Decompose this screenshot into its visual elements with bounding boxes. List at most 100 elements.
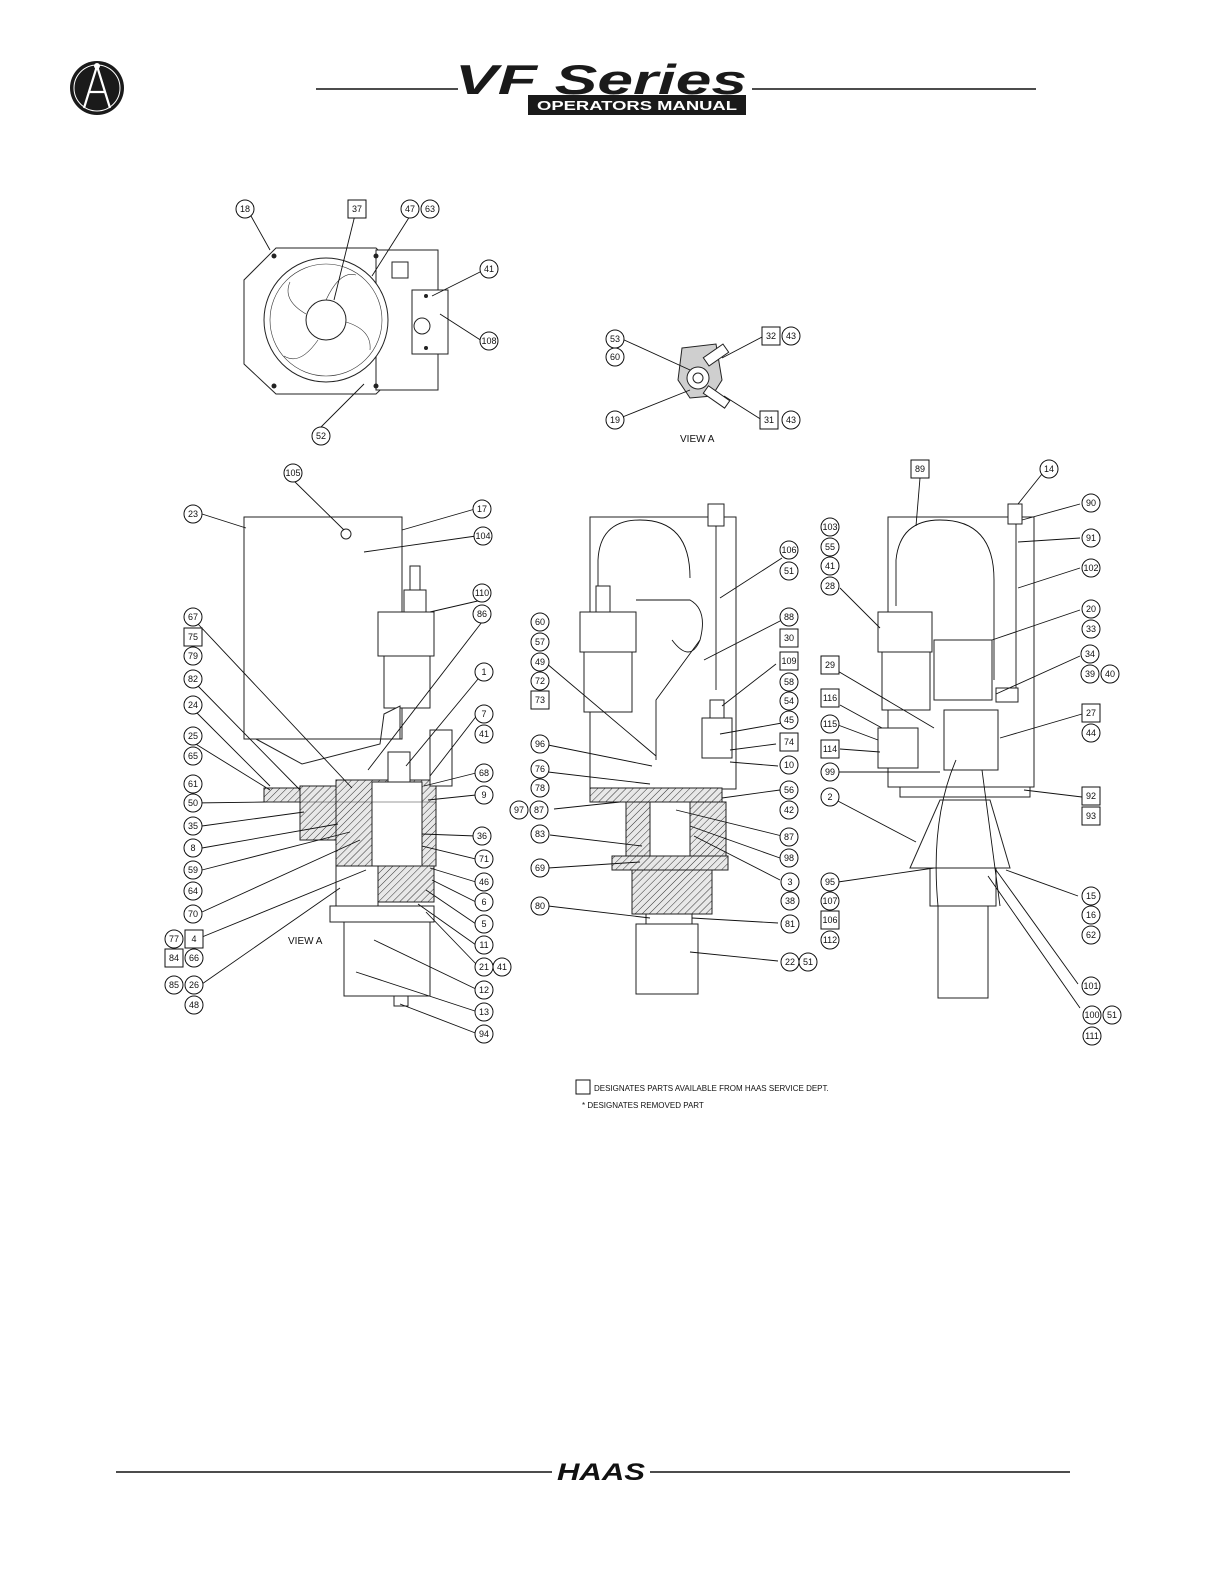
callout-circle [779,755,799,775]
callout-89: 89 [910,459,930,479]
callout-66: 66 [184,948,204,968]
callout-circle [183,793,203,813]
callout-number: 108 [481,336,496,346]
callout-101: 101 [1081,976,1101,996]
callout-circle [779,848,799,868]
callout-circle [1082,1005,1102,1025]
callout-20: 20 [1081,599,1101,619]
callout-number: 61 [188,779,198,789]
callout-number: 85 [169,980,179,990]
callout-box [184,929,204,949]
callout-number: 102 [1083,563,1098,573]
callout-circle [474,935,494,955]
callout-circle [798,952,818,972]
callout-box [1081,703,1101,723]
callout-number: 70 [188,909,198,919]
callout-circle [530,632,550,652]
callout-93: 93 [1081,806,1101,826]
callout-circle [530,759,550,779]
callout-15: 15 [1081,886,1101,906]
callout-number: 44 [1086,728,1096,738]
callout-number: 9 [481,790,486,800]
callout-number: 4 [191,934,196,944]
top-view-fan-plate [243,247,449,395]
callout-number: 114 [823,744,837,754]
callout-number: 91 [1086,533,1096,543]
callout-92: 92 [1081,786,1101,806]
callout-circle [820,872,840,892]
callout-box [820,655,840,675]
callout-36: 36 [472,826,492,846]
callout-circle [472,826,492,846]
callout-9: 9 [474,785,494,805]
callout-number: 81 [785,919,795,929]
callout-51: 51 [779,561,799,581]
callout-number: 92 [1086,791,1096,801]
vf-series-logo: VF Series OPERATORS MANUAL [455,56,747,115]
callout-circle [779,691,799,711]
callout-circle [183,669,203,689]
callout-circle [183,607,203,627]
callout-circle [1081,558,1101,578]
callout-68: 68 [474,763,494,783]
callout-number: 116 [823,693,837,703]
callout-circle [530,734,550,754]
callout-circle [474,849,494,869]
callout-circle [779,780,799,800]
callout-circle [474,662,494,682]
callout-34: 34 [1080,644,1100,664]
callout-38: 38 [780,891,800,911]
callout-circle [420,199,440,219]
callout-number: 74 [784,737,794,747]
legend-box-swatch [575,1079,591,1095]
callout-number: 2 [827,792,832,802]
callout-circle [473,526,493,546]
callout-box [820,739,840,759]
callout-circle [472,499,492,519]
callout-3: 3 [780,872,800,892]
callout-85: 85 [164,975,184,995]
callout-62: 62 [1081,925,1101,945]
callout-circle [184,948,204,968]
callout-box [183,627,203,647]
callout-number: 88 [784,612,794,622]
callout-circle [781,410,801,430]
callout-107: 107 [820,891,840,911]
callout-number: 41 [825,561,835,571]
callout-box [347,199,367,219]
callout-106: 106 [820,910,840,930]
callout-box [1081,806,1101,826]
callout-number: 47 [405,204,415,214]
callout-76: 76 [530,759,550,779]
callout-box [820,910,840,930]
callout-circle [1081,723,1101,743]
callout-box [164,948,184,968]
callout-24: 24 [183,695,203,715]
callout-81: 81 [780,914,800,934]
callout-circle [474,892,494,912]
callout-circle [474,1024,494,1044]
callout-circle [474,724,494,744]
callout-number: 20 [1086,604,1096,614]
view-a-reference: VIEW A [288,936,323,947]
callout-circle [1081,886,1101,906]
callout-circle [1102,1005,1122,1025]
callout-number: 106 [781,545,796,555]
callout-circle [820,930,840,950]
logo-subtitle-bar [528,95,746,115]
callout-circle [779,710,799,730]
callout-47: 47 [400,199,420,219]
callout-number: 21 [479,962,489,972]
callout-102: 102 [1081,558,1101,578]
callout-number: 64 [188,886,198,896]
callout-number: 76 [535,764,545,774]
callout-number: 103 [822,522,837,532]
callout-90: 90 [1081,493,1101,513]
callout-number: 111 [1085,1031,1099,1041]
callout-number: 30 [784,633,794,643]
callout-box [820,688,840,708]
callout-number: 6 [481,897,486,907]
callout-14: 14 [1039,459,1059,479]
callout-78: 78 [530,778,550,798]
callout-number: 107 [822,896,837,906]
